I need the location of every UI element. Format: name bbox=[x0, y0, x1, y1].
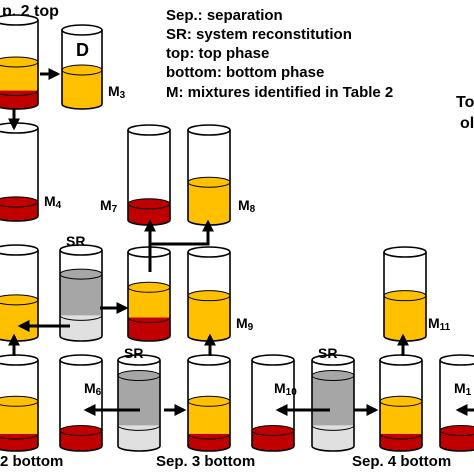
tube-sep4 bbox=[379, 354, 423, 452]
tube-sep3 bbox=[187, 354, 231, 452]
tube-sep4-rim bbox=[379, 354, 423, 366]
tube-sr2-phase-0 bbox=[118, 425, 160, 446]
tube-sr3 bbox=[311, 354, 355, 452]
tube-sep3-phase-surface-1 bbox=[187, 395, 231, 407]
tube-m11 bbox=[383, 246, 427, 342]
tube-left-mid-rim bbox=[0, 244, 39, 256]
bottom-label-sep3: Sep. 3 bottom bbox=[156, 453, 255, 470]
tube-m8-phase-surface-0 bbox=[187, 176, 231, 188]
tube-d bbox=[61, 24, 103, 110]
tube-sr3-phase-1 bbox=[312, 375, 354, 426]
tube-m7 bbox=[127, 124, 171, 226]
label-sr1: SR bbox=[66, 233, 85, 249]
tube-m9 bbox=[187, 246, 231, 342]
tube-sr2-rim bbox=[117, 354, 161, 366]
edge-text-1: To bbox=[456, 94, 474, 111]
tube-top-left-phase-surface-1 bbox=[0, 56, 39, 68]
tube-bottom-left bbox=[0, 354, 39, 452]
tube-sep4-phase-surface-1 bbox=[379, 395, 423, 407]
tube-m9-source bbox=[127, 246, 171, 342]
tube-sr1 bbox=[59, 244, 103, 342]
legend-line-top-phase: top: top phase bbox=[166, 45, 269, 62]
label-m11: M11 bbox=[428, 315, 451, 333]
tube-m8-rim bbox=[187, 124, 231, 136]
tube-m10-phase-surface-0 bbox=[251, 425, 295, 437]
legend: Sep.: separation SR: system reconstituti… bbox=[166, 7, 393, 101]
tube-m7-rim bbox=[127, 124, 171, 136]
label-d: D bbox=[76, 40, 89, 60]
label-m8: M8 bbox=[238, 197, 256, 215]
tube-m11-rim bbox=[383, 246, 427, 258]
tube-sr1-phase-surface-1 bbox=[59, 268, 103, 280]
tube-m6 bbox=[59, 354, 103, 452]
label-sr2: SR bbox=[124, 345, 143, 361]
edge-text-2: ol bbox=[460, 115, 474, 132]
legend-line-separation: Sep.: separation bbox=[166, 7, 283, 24]
label-m3: M3 bbox=[108, 83, 126, 101]
arrow-to-m8 bbox=[150, 219, 214, 246]
label-sr3: SR bbox=[318, 345, 337, 361]
tube-sr2-phase-1 bbox=[118, 375, 160, 426]
tube-m9-source-phase-surface-1 bbox=[127, 281, 171, 293]
tube-sr1-phase-0 bbox=[60, 315, 102, 336]
tube-m9-rim bbox=[187, 246, 231, 258]
tube-m10 bbox=[251, 354, 295, 452]
tube-sr3-phase-surface-1 bbox=[311, 369, 355, 381]
tube-sr1-rim bbox=[59, 244, 103, 256]
bottom-label-left: 2 bottom bbox=[0, 453, 63, 470]
tube-labels: D M3 M4 M7 M8 M9 M6 M10 M11 M1 SR SR SR bbox=[44, 40, 472, 398]
label-m1x: M1 bbox=[454, 380, 472, 398]
legend-line-mixtures: M: mixtures identified in Table 2 bbox=[166, 84, 393, 101]
tube-sr3-rim bbox=[311, 354, 355, 366]
tube-d-phase-surface-0 bbox=[61, 64, 103, 76]
tube-sr1-phase-1 bbox=[60, 274, 102, 316]
tube-top-left-rim bbox=[0, 14, 39, 26]
label-m4: M4 bbox=[44, 193, 62, 211]
tube-d-rim bbox=[61, 24, 103, 36]
tube-m8 bbox=[187, 124, 231, 226]
tube-m1x bbox=[439, 354, 474, 452]
tube-m10-rim bbox=[251, 354, 295, 366]
tubes-group bbox=[0, 14, 474, 452]
tube-sep3-rim bbox=[187, 354, 231, 366]
tube-m6-phase-surface-0 bbox=[59, 425, 103, 437]
bottom-label-sep4: Sep. 4 bottom bbox=[352, 453, 451, 470]
tube-m4 bbox=[0, 122, 39, 222]
tube-m4-rim bbox=[0, 122, 39, 134]
legend-line-system-reconstitution: SR: system reconstitution bbox=[166, 26, 352, 43]
tube-sr2-phase-surface-1 bbox=[117, 369, 161, 381]
tube-m7-phase-surface-0 bbox=[127, 198, 171, 210]
tube-sr2 bbox=[117, 354, 161, 452]
tube-m8-phase-0 bbox=[188, 182, 230, 220]
tube-m1x-phase-surface-0 bbox=[439, 425, 474, 437]
tube-bottom-left-phase-surface-1 bbox=[0, 395, 39, 407]
arrows bbox=[7, 68, 474, 416]
legend-line-bottom-phase: bottom: bottom phase bbox=[166, 64, 324, 81]
label-m6: M6 bbox=[84, 380, 102, 398]
label-m7: M7 bbox=[100, 197, 118, 215]
tube-left-mid-phase-surface-0 bbox=[0, 294, 39, 306]
tube-d-phase-0 bbox=[62, 69, 102, 104]
tube-m11-phase-surface-0 bbox=[383, 290, 427, 302]
tube-m1x-rim bbox=[439, 354, 474, 366]
label-m10: M10 bbox=[274, 380, 297, 398]
tube-sr3-phase-0 bbox=[312, 425, 354, 446]
tube-m6-rim bbox=[59, 354, 103, 366]
tube-top-left bbox=[0, 14, 39, 110]
tube-m4-phase-surface-0 bbox=[0, 196, 39, 208]
tube-bottom-left-rim bbox=[0, 354, 39, 366]
tube-m11-phase-0 bbox=[384, 295, 426, 336]
tube-m9-phase-0 bbox=[188, 295, 230, 336]
tube-m9-phase-surface-0 bbox=[187, 290, 231, 302]
label-m9: M9 bbox=[236, 315, 254, 333]
